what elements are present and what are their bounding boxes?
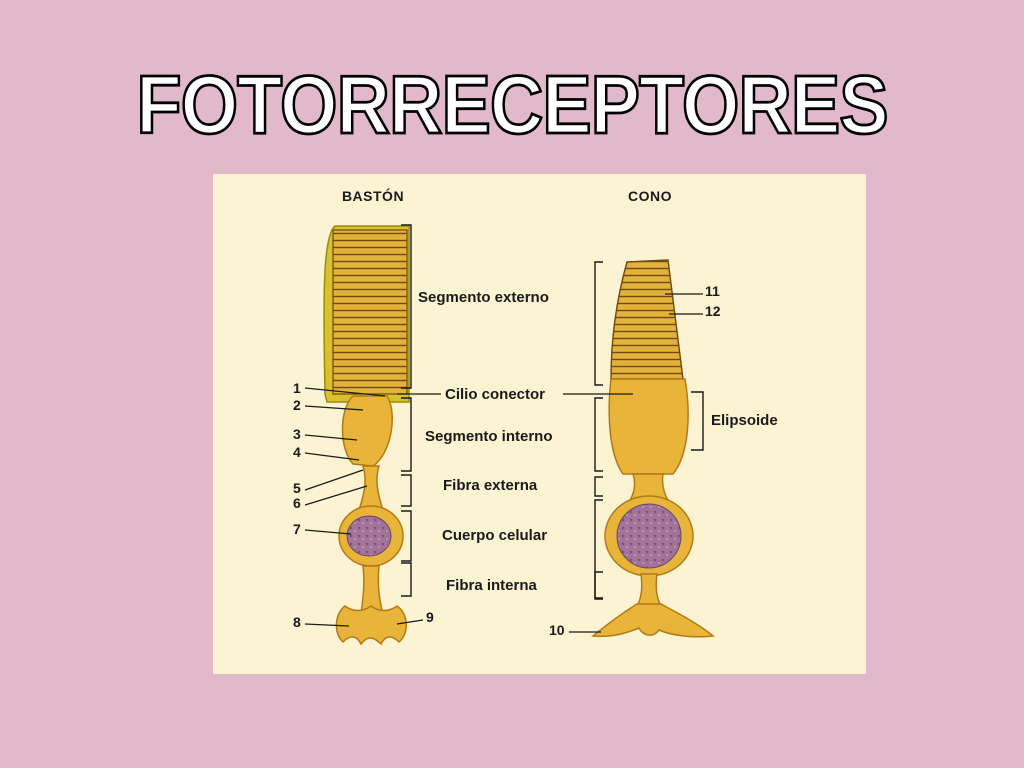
label-inner-fiber: Fibra interna: [446, 577, 538, 594]
label-cell-body: Cuerpo celular: [442, 527, 547, 544]
callout-6: 6: [293, 495, 301, 511]
cone-cell: [591, 259, 715, 638]
bracket-cone-outer-fiber: [594, 476, 603, 497]
photoreceptor-diagram: BASTÓN CONO Segmento externo Cilio conec…: [213, 174, 866, 674]
bracket-rod-cell-body: [401, 510, 412, 562]
rod-heading: BASTÓN: [342, 187, 404, 204]
label-outer-segment: Segmento externo: [418, 289, 549, 306]
callout-line-5: [304, 469, 364, 491]
callout-8: 8: [293, 614, 301, 630]
rod-cell: [323, 225, 410, 646]
rod-inner-segment: [341, 395, 393, 467]
rod-synaptic-terminal: [335, 605, 407, 646]
callout-4: 4: [293, 444, 301, 460]
callout-3: 3: [293, 426, 301, 442]
label-outer-fiber: Fibra externa: [443, 477, 538, 494]
callout-line-1: [304, 387, 386, 397]
callout-line-3: [304, 434, 358, 441]
callout-1: 1: [293, 380, 301, 396]
bracket-rod-outer-segment: [401, 224, 412, 389]
label-ellipsoid: Elipsoide: [711, 412, 778, 429]
bracket-cone-outer-segment: [594, 261, 603, 386]
callout-line-7: [304, 529, 352, 535]
callout-line-9: [396, 619, 424, 625]
bracket-rod-inner-segment: [401, 397, 412, 472]
bracket-cone-inner-segment: [594, 397, 603, 472]
rod-disk-stack: [332, 229, 408, 395]
bracket-cone-inner-fiber: [594, 571, 603, 600]
callout-line-2: [304, 405, 364, 411]
callout-2: 2: [293, 397, 301, 413]
bracket-rod-outer-fiber: [401, 474, 412, 507]
callout-9: 9: [426, 609, 434, 625]
callout-11: 11: [705, 283, 720, 299]
rod-outer-fiber: [357, 465, 385, 511]
cone-nucleus: [616, 503, 682, 569]
cone-inner-fiber: [635, 573, 663, 607]
callout-line-4: [304, 452, 360, 461]
diagram-svg: BASTÓN CONO Segmento externo Cilio conec…: [293, 187, 778, 646]
label-connecting-cilium: Cilio conector: [445, 386, 545, 403]
bracket-cone-ellipsoid: [691, 391, 704, 451]
rod-nucleus: [346, 515, 392, 557]
cone-synaptic-pedicle: [591, 603, 715, 638]
bracket-cone-cell-body: [594, 499, 603, 599]
callout-line-8: [304, 623, 350, 627]
callout-5: 5: [293, 480, 301, 496]
bracket-rod-inner-fiber: [401, 562, 412, 597]
callout-12: 12: [705, 303, 721, 319]
label-inner-segment: Segmento interno: [425, 428, 553, 445]
cone-heading: CONO: [628, 188, 672, 204]
callout-7: 7: [293, 521, 301, 537]
cone-outer-segment: [610, 259, 684, 380]
cone-inner-segment: [608, 378, 689, 475]
callout-line-6: [304, 485, 368, 506]
slide-title: FOTORRECEPTORES: [135, 57, 890, 151]
callout-10: 10: [549, 622, 565, 638]
